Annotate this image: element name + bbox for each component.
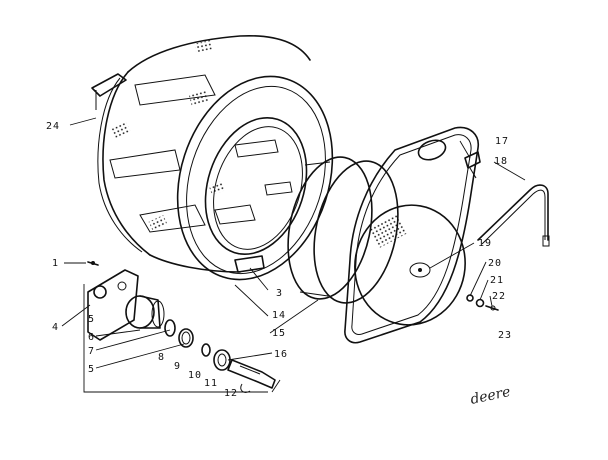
leader-lines [61,117,526,369]
part-label-8: 8 [158,352,165,363]
part-label-5b: 5 [88,364,95,375]
part-label-19: 19 [478,238,492,249]
part-label-9: 9 [174,361,181,372]
part-label-16: 16 [274,349,288,360]
part-label-21: 21 [490,275,504,286]
part-label-24: 24 [46,121,60,132]
part-label-10: 10 [188,370,202,381]
part-label-15: 15 [272,328,286,339]
part-label-3: 3 [276,288,283,299]
part-label-23: 23 [498,330,512,341]
drum-seal-ring [287,156,399,304]
part-label-12: 12 [224,388,238,399]
part-label-11: 11 [204,378,218,389]
part-label-20: 20 [488,258,502,269]
rear-bulkhead-panel [344,126,550,344]
shaft-bearing-assembly [83,261,281,393]
part-label-18: 18 [494,156,508,167]
part-label-17: 17 [495,136,509,147]
part-label-6: 6 [88,332,95,343]
artist-signature: deere [469,384,512,408]
part-label-22: 22 [492,291,506,302]
part-label-14: 14 [272,310,286,321]
part-label-4: 4 [52,322,59,333]
part-label-7: 7 [88,346,95,357]
part-labels: 1 3 4 5 6 7 5 8 9 10 11 12 14 15 16 17 1… [46,121,512,408]
part-label-5a: 5 [88,314,95,325]
dryer-drum [91,35,334,281]
part-label-1: 1 [52,258,59,269]
